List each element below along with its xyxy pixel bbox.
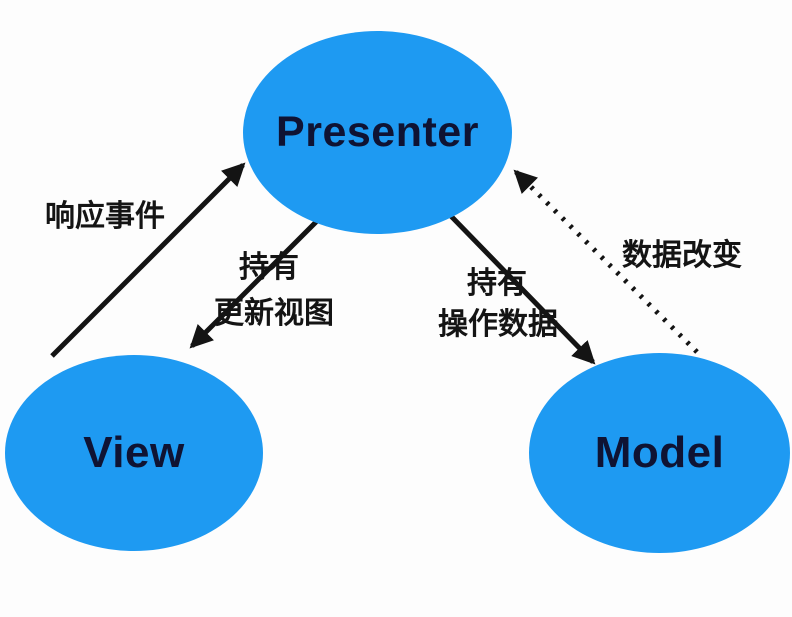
edge-label-hold-model: 持有 bbox=[467, 266, 527, 301]
arrow-presenter-to-view bbox=[189, 205, 333, 349]
node-view: View bbox=[5, 355, 263, 551]
node-view-label: View bbox=[83, 428, 185, 477]
node-model: Model bbox=[529, 353, 790, 553]
arrow-presenter-to-model bbox=[447, 212, 596, 365]
arrow-view-to-presenter bbox=[50, 162, 246, 358]
node-presenter-label: Presenter bbox=[276, 108, 479, 156]
edge-label-respond-events: 响应事件 bbox=[45, 199, 165, 234]
edge-label-operate-data: 操作数据 bbox=[438, 307, 558, 342]
edge-label-update-view: 更新视图 bbox=[214, 296, 334, 331]
node-presenter: Presenter bbox=[243, 31, 512, 234]
edge-label-hold-view: 持有 bbox=[239, 250, 299, 285]
edge-label-data-change: 数据改变 bbox=[622, 238, 742, 273]
node-model-label: Model bbox=[594, 428, 725, 477]
